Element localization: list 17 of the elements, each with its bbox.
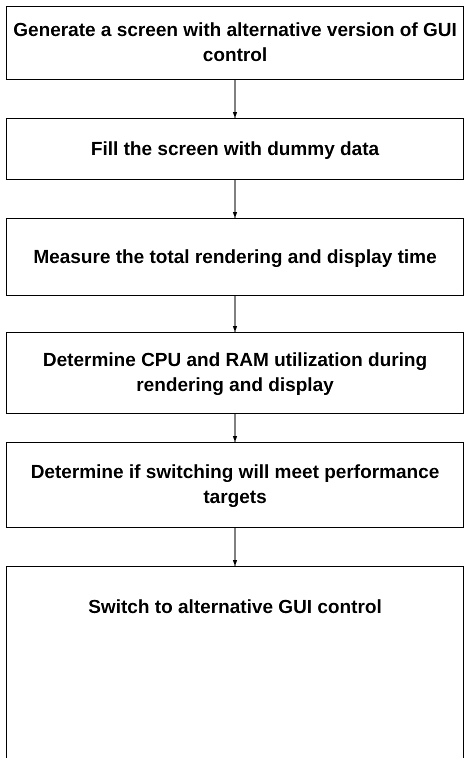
- arrow: [232, 80, 238, 118]
- process-box: [6, 442, 464, 528]
- step-text: Measure the total rendering and display time: [33, 246, 437, 270]
- process-box: [6, 218, 464, 296]
- step-text: Generate a screen with alternative version of GUI control: [12, 19, 458, 68]
- step-text: Switch to alternative GUI control: [88, 596, 382, 620]
- process-box: [6, 566, 464, 758]
- step-text: Determine CPU and RAM utilization during rendering and display: [42, 349, 428, 398]
- arrow: [232, 414, 238, 442]
- process-box: [6, 118, 464, 180]
- arrow: [232, 528, 238, 566]
- step-text: Fill the screen with dummy data: [90, 138, 380, 162]
- arrow: [232, 296, 238, 332]
- process-box: [6, 332, 464, 414]
- arrow: [232, 180, 238, 218]
- step-text: Determine if switching will meet performance targets: [30, 461, 440, 510]
- process-box: [6, 6, 464, 80]
